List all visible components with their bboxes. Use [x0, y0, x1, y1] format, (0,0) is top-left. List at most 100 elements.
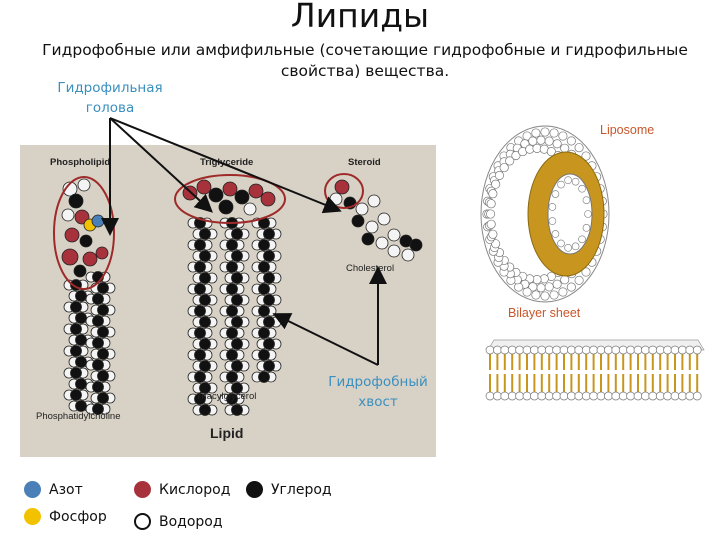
carbon-atom — [231, 228, 243, 240]
lipid-head — [685, 391, 695, 401]
lipid-head — [558, 287, 568, 297]
carbon-atom — [199, 316, 211, 328]
lipid-head — [574, 345, 584, 355]
lipid-head — [485, 345, 495, 355]
oxygen-color-swatch — [134, 481, 151, 498]
carbon-atom — [231, 316, 243, 328]
lipid-head — [692, 345, 702, 355]
carbon-atom — [75, 356, 87, 368]
lipid-head — [552, 279, 562, 289]
lipid-head — [564, 176, 572, 184]
hydrophilic-head-label: Гидрофильная голова — [57, 80, 163, 116]
carbon-atom — [226, 349, 238, 361]
carbon-atom — [231, 382, 243, 394]
atom — [365, 220, 379, 234]
lipid-head — [559, 391, 569, 401]
legend-item-phosphorus: Фосфор — [24, 508, 107, 525]
carbon-atom — [194, 371, 206, 383]
hydrogen-color-swatch — [134, 513, 151, 530]
lipid-head — [500, 345, 510, 355]
lipid-head — [566, 136, 576, 146]
lipid-head — [633, 391, 643, 401]
lipid-head — [574, 391, 584, 401]
lipid-head — [557, 180, 565, 189]
liposome-illustration — [480, 125, 610, 303]
carbon-atom — [263, 250, 275, 262]
atom — [409, 238, 423, 252]
carbon-atom — [92, 315, 104, 327]
liposome-label: Liposome — [600, 123, 655, 137]
carbon-atom — [199, 250, 211, 262]
lipid-head — [544, 345, 554, 355]
hydrophobic-tail-label: Гидрофобный хвост — [328, 374, 428, 410]
carbon-atom — [70, 301, 82, 313]
atom — [82, 251, 98, 267]
carbon-atom — [258, 283, 270, 295]
lipid-head — [530, 391, 539, 401]
carbon-atom — [92, 359, 104, 371]
legend-item-nitrogen: Азот — [24, 481, 83, 498]
lipid-head — [574, 143, 584, 153]
lipid-head — [685, 345, 695, 355]
carbon-atom — [75, 312, 87, 324]
carbon-atom — [75, 400, 87, 412]
carbon-atom — [199, 382, 211, 394]
carbon-atom — [199, 228, 211, 240]
lipid-head — [540, 127, 550, 137]
carbon-atom — [263, 272, 275, 284]
carbon-atom — [199, 294, 211, 306]
carbon-color-swatch — [246, 481, 263, 498]
phospholipid-label: Phospholipid — [50, 157, 111, 168]
triglyceride-label: Triglyceride — [200, 157, 254, 168]
atom — [260, 191, 276, 207]
lipid-head — [499, 163, 509, 173]
lipid-head — [670, 391, 680, 401]
lipid-head — [486, 209, 496, 219]
atom — [401, 248, 415, 262]
lipid-head — [626, 391, 635, 401]
lipid-head — [581, 267, 591, 277]
lipid-head — [567, 391, 576, 401]
carbon-atom — [70, 345, 82, 357]
lipid-head — [515, 345, 524, 355]
carbon-atom — [70, 367, 82, 379]
lipid-head — [528, 282, 538, 292]
carbon-atom — [97, 370, 109, 382]
phosphorus-color-swatch — [24, 508, 41, 525]
carbon-atom — [75, 378, 87, 390]
lipid-head — [549, 290, 559, 300]
atom — [351, 214, 365, 228]
lipid-head — [548, 203, 557, 211]
lipid-head — [488, 189, 498, 199]
lipid-head — [485, 391, 495, 401]
lipid-head — [655, 345, 665, 355]
lipid-head — [648, 391, 658, 401]
carbon-atom — [92, 381, 104, 393]
carbon-atom — [263, 338, 275, 350]
carbon-atom — [226, 283, 238, 295]
carbon-atom — [194, 393, 206, 405]
lipid-head — [552, 391, 561, 401]
arrow-to-triglyceride-tail — [272, 313, 379, 366]
carbon-atom — [97, 348, 109, 360]
bilayer-sheet-label: Bilayer sheet — [508, 306, 581, 320]
legend-item-carbon: Углерод — [246, 481, 332, 498]
lipid-head — [571, 242, 580, 251]
lipid-head — [663, 345, 672, 355]
lipid-head — [578, 184, 586, 193]
carbon-atom — [231, 272, 243, 284]
carbon-atom — [231, 338, 243, 350]
lipid-head — [551, 190, 560, 198]
lipid-head — [493, 391, 502, 401]
atom — [64, 227, 80, 243]
lipid-head — [536, 135, 546, 145]
lipid-head — [558, 131, 568, 141]
atom — [367, 194, 381, 208]
carbon-atom — [258, 239, 270, 251]
atom — [248, 183, 264, 199]
lipid-head — [611, 391, 621, 401]
lipid-head — [522, 345, 532, 355]
steroid-label: Steroid — [348, 157, 381, 168]
carbon-atom — [75, 290, 87, 302]
carbon-atom — [226, 393, 238, 405]
